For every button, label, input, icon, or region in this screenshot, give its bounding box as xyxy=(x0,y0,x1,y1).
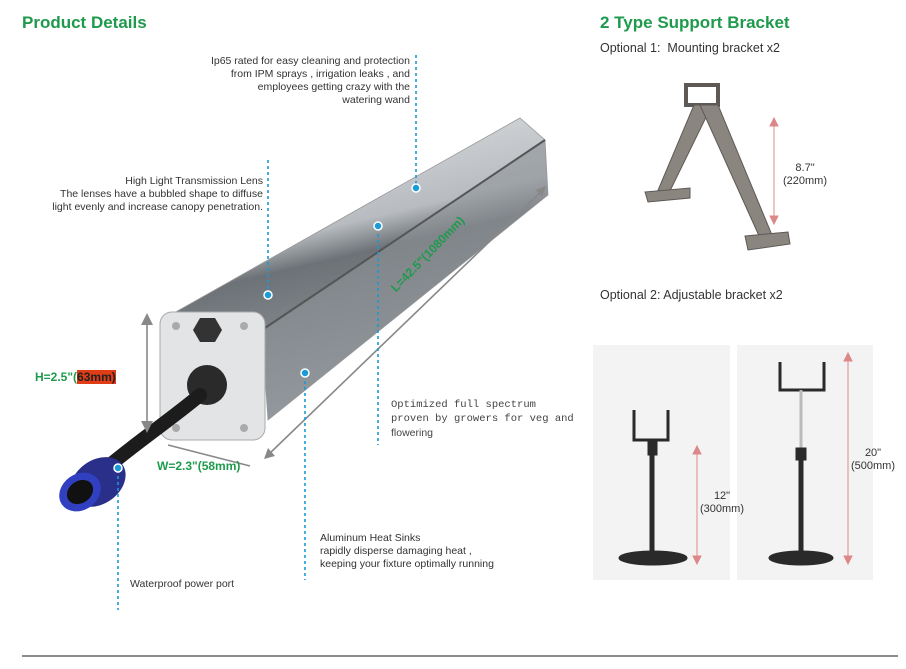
callout-dot xyxy=(411,183,421,193)
screw-icon xyxy=(172,424,180,432)
ip65-callout: Ip65 rated for easy cleaning and protect… xyxy=(210,55,410,106)
dimension-arrows xyxy=(141,186,546,467)
port-callout: Waterproof power port xyxy=(130,578,235,590)
callout-dot xyxy=(113,463,123,473)
adjustable-bracket-short-panel xyxy=(593,345,730,580)
callout-lines xyxy=(117,55,417,610)
screw-icon xyxy=(240,322,248,330)
tall-bracket-size: 20"(500mm) xyxy=(851,447,896,472)
callout-dot xyxy=(373,221,383,231)
bracket-title: 2 Type Support Bracket xyxy=(600,13,790,32)
option1-label: Optional 1: Mounting bracket x2 xyxy=(600,41,780,55)
light-fixture xyxy=(59,117,549,512)
option1-size: 8.7"(220mm) xyxy=(783,162,828,187)
adjustable-bracket-short xyxy=(618,410,688,566)
heatsink-callout: Aluminum Heat Sinks rapidly disperse dam… xyxy=(320,532,494,570)
callout-dot xyxy=(300,368,310,378)
product-details-title: Product Details xyxy=(22,13,147,32)
option2-label: Optional 2: Adjustable bracket x2 xyxy=(600,288,783,302)
short-bracket-size: 12"(300mm) xyxy=(700,490,745,515)
bracket1-height-arrow xyxy=(769,116,779,226)
adjustable-bracket-tall-panel xyxy=(737,345,873,580)
lens-callout: High Light Transmission Lens The lenses … xyxy=(52,175,263,213)
width-dimension: W=2.3"(58mm) xyxy=(157,459,241,473)
screw-icon xyxy=(172,322,180,330)
height-dimension: H=2.5"(63mm) xyxy=(35,370,116,384)
callout-dot xyxy=(263,290,273,300)
mounting-bracket-image xyxy=(644,83,791,251)
power-connector xyxy=(59,457,126,512)
spectrum-callout: Optimized full spectrum proven by grower… xyxy=(391,399,574,439)
screw-icon xyxy=(240,424,248,432)
adjustable-bracket-tall xyxy=(768,362,834,566)
